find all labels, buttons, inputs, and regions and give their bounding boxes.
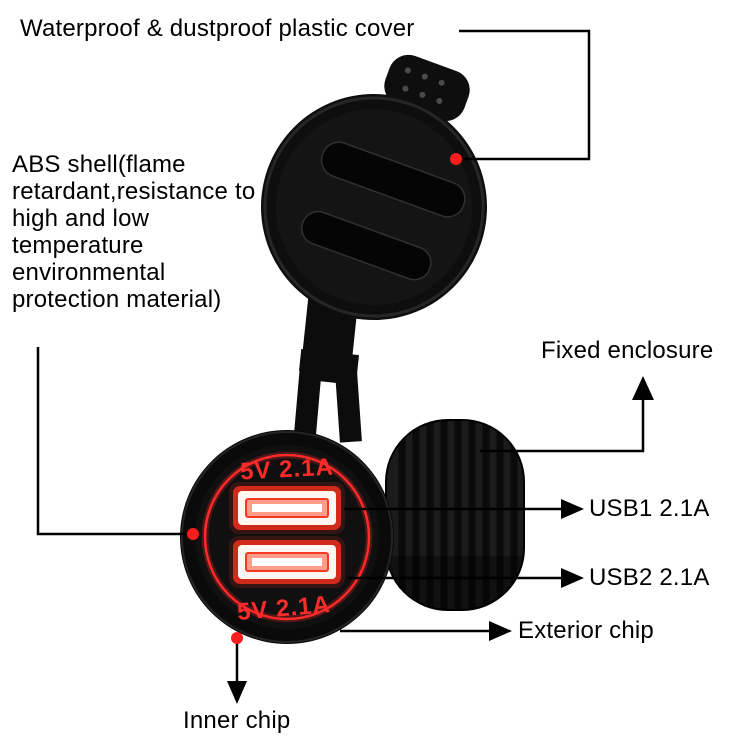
cover-tab-dots xyxy=(402,67,445,104)
usb-port-2 xyxy=(229,536,345,588)
plastic-cover xyxy=(261,54,487,320)
fixed-enclosure-barrel xyxy=(385,419,525,611)
label-plastic-cover: Waterproof & dustproof plastic cover xyxy=(20,15,415,42)
label-exterior-chip: Exterior chip xyxy=(518,617,654,644)
cover-rim-highlight xyxy=(263,96,485,318)
inner-chip-marker-dot xyxy=(231,632,243,644)
label-fixed-enclosure: Fixed enclosure xyxy=(541,337,714,364)
callouts xyxy=(36,29,645,682)
usb2-tongue-core xyxy=(252,558,322,566)
marker-dots xyxy=(187,153,462,644)
barrel-thread-ribs xyxy=(398,420,518,610)
exterior-chip-arrowhead xyxy=(489,621,512,641)
cover-slot-1 xyxy=(320,141,466,218)
red-ring xyxy=(203,453,371,621)
barrel-shading xyxy=(386,556,524,610)
label-usb2: USB2 2.1A xyxy=(589,564,710,591)
fixed-enclosure-callout-line xyxy=(480,399,645,453)
charger-face: 5V 2.1A 5V 2.1A xyxy=(180,430,394,644)
voltage-label-top: 5V 2.1A xyxy=(239,454,334,486)
usb-port-1 xyxy=(229,482,345,534)
cover-slot-2 xyxy=(300,210,432,281)
label-abs-shell: ABS shell(flame retardant,resistance to … xyxy=(12,151,256,313)
cover-callout-line xyxy=(459,29,591,161)
usb1-arrowhead xyxy=(561,499,584,519)
shell-marker-dot xyxy=(187,528,199,540)
usb1-tongue-core xyxy=(252,504,322,512)
fixed-enclosure-arrowhead xyxy=(632,376,654,400)
label-usb1: USB1 2.1A xyxy=(589,495,710,522)
usb2-arrowhead xyxy=(561,568,584,588)
face-bezel-highlight xyxy=(181,431,393,643)
inner-chip-arrowhead xyxy=(227,681,247,704)
abs-shell-callout-line xyxy=(36,347,186,536)
label-inner-chip: Inner chip xyxy=(183,707,291,734)
callout-arrowheads xyxy=(227,376,654,704)
hinge-prong-right xyxy=(334,361,362,443)
hinge-prong-left xyxy=(293,359,323,443)
cover-marker-dot xyxy=(450,153,462,165)
